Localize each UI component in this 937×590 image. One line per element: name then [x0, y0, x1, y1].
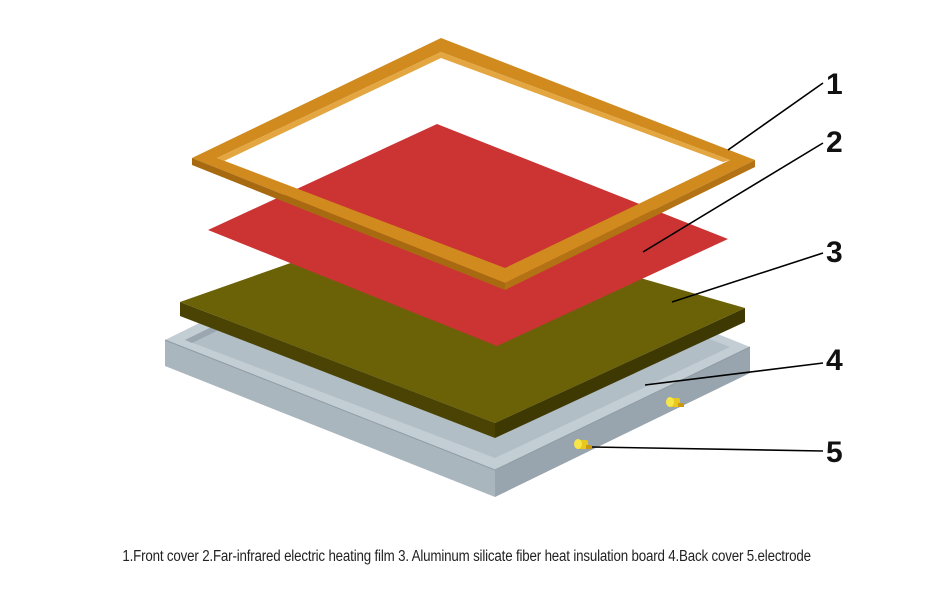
front-cover-frame: [192, 38, 755, 283]
heating-film: [208, 124, 728, 346]
exploded-assembly-diagram: 1 2 3 4 5: [164, 38, 843, 497]
electrode-right: [666, 397, 684, 407]
heating-film-sheet: [208, 124, 728, 346]
callout-number-3: 3: [826, 236, 843, 269]
insulation-board-right-face: [495, 308, 745, 438]
electrode: [574, 397, 684, 449]
front-cover-front-edge-right: [505, 160, 755, 290]
insulation-board-left-face: [180, 302, 495, 438]
front-cover: [192, 38, 755, 290]
callout-number-1: 1: [826, 68, 843, 101]
front-cover-inner-edge-right: [441, 52, 730, 162]
leader-line-4: [644, 362, 824, 386]
callout-number-4: 4: [826, 344, 843, 377]
leader-lines: [591, 82, 824, 452]
electrode-left: [574, 439, 592, 449]
callout-number-2: 2: [826, 126, 843, 159]
leader-line-2: [642, 142, 824, 253]
back-cover-right-face: [495, 347, 750, 497]
back-cover-left-face: [165, 340, 495, 497]
callout-number-5: 5: [826, 436, 843, 469]
figure-caption: 1.Front cover 2.Far-infrared electric he…: [122, 548, 811, 565]
leader-line-5: [591, 446, 824, 452]
leader-line-3: [671, 252, 824, 303]
leader-line-1: [727, 82, 824, 151]
front-cover-inner-edge-back: [217, 52, 441, 161]
front-cover-front-edge-left: [192, 158, 505, 290]
callout-numbers: 1 2 3 4 5: [826, 68, 843, 469]
